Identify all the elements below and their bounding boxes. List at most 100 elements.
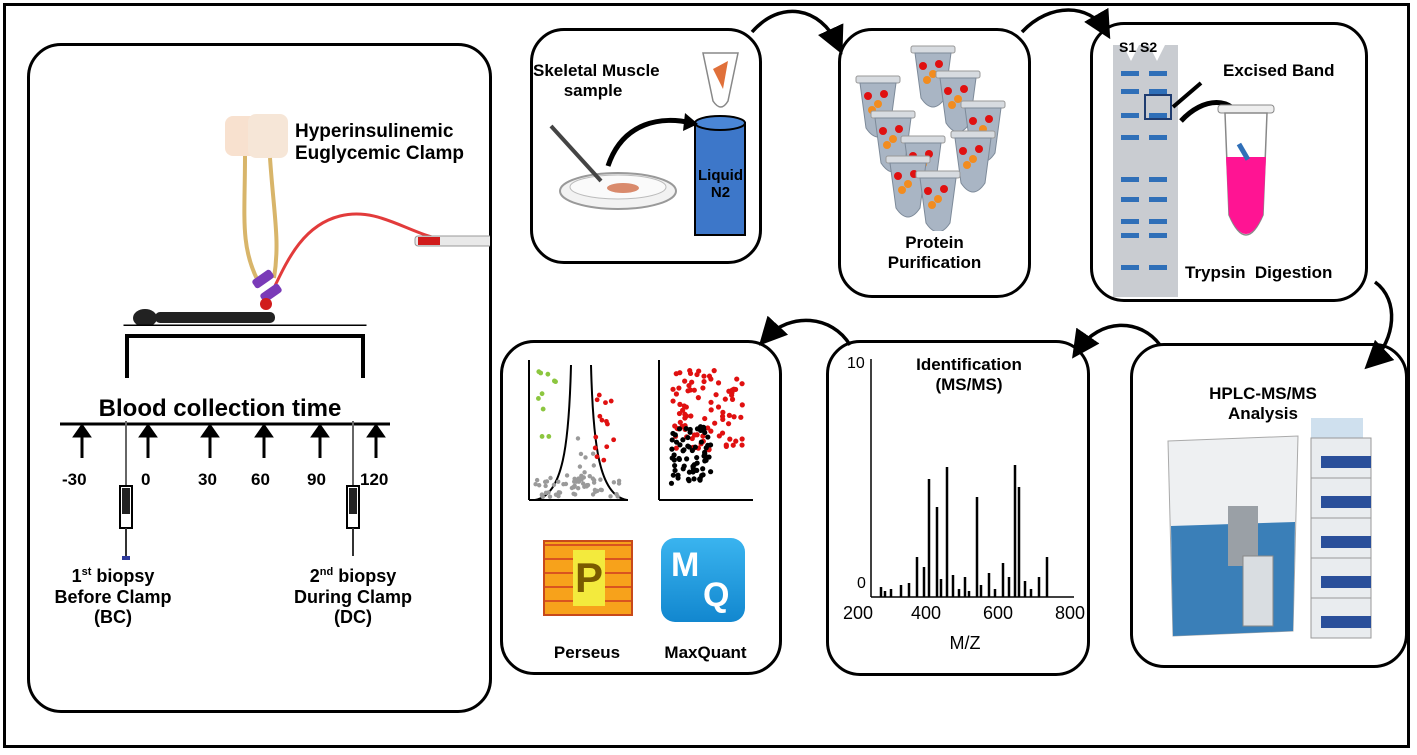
volcano-dot xyxy=(579,473,584,478)
scatter-dot-black xyxy=(685,443,691,449)
scatter-dot-red xyxy=(738,414,744,420)
patient-silhouette xyxy=(133,309,275,326)
scatter-dot-black xyxy=(690,469,696,475)
volcano-dot xyxy=(543,490,549,496)
scatter-dot-red xyxy=(727,436,733,442)
volcano-dot xyxy=(533,481,538,487)
volcano-dot xyxy=(556,490,561,495)
protein-dot xyxy=(963,161,971,169)
protein-dot xyxy=(923,76,931,84)
scatter-dot-black xyxy=(676,426,683,432)
volcano-dot xyxy=(591,480,597,485)
syringe-right xyxy=(414,235,490,247)
scatter-dot-red xyxy=(701,378,707,385)
scatter-dot-red xyxy=(715,404,722,410)
scatter-dot-red xyxy=(680,407,686,413)
blood-collection-timeline xyxy=(60,421,390,560)
gel-band xyxy=(1121,219,1139,224)
scatter-dot-red xyxy=(689,379,695,385)
scatter-dot-black xyxy=(702,451,708,457)
volcano-dot-up xyxy=(597,413,603,419)
volcano-dot xyxy=(584,484,589,489)
gel-band xyxy=(1121,89,1139,94)
gel-band xyxy=(1149,71,1167,76)
volcano-dot xyxy=(547,494,553,499)
ms-x-tick: 200 xyxy=(843,603,874,623)
ms-y-tick-top: 10 xyxy=(847,355,865,372)
scatter-dot-red xyxy=(702,415,708,422)
scatter-dot-red xyxy=(708,399,714,405)
excised-band-pointer xyxy=(1171,81,1203,109)
scatter-dot-red xyxy=(688,413,694,419)
volcano-dot xyxy=(543,483,548,489)
protein-dot xyxy=(880,90,888,98)
clamp-illustration xyxy=(123,114,490,326)
protein-dot xyxy=(969,117,977,125)
protein-dot xyxy=(928,201,936,209)
scatter-dot-red xyxy=(726,412,732,418)
clamp-title: Hyperinsulinemic Euglycemic Clamp xyxy=(295,121,464,165)
protein-dot xyxy=(894,172,902,180)
gel-illustration xyxy=(1113,45,1275,297)
ms-panel: Identification (MS/MS) 10 0 200 400 600 … xyxy=(826,340,1090,676)
protein-dot xyxy=(904,180,912,188)
scatter-dot-black xyxy=(672,467,678,474)
arrow-gel-to-hplc xyxy=(1364,280,1395,370)
scatter-dot-black xyxy=(694,426,701,432)
scatter-dot-red xyxy=(683,413,690,419)
gel-slab xyxy=(1113,45,1178,297)
scatter-dot-red xyxy=(670,386,676,392)
gel-bands xyxy=(1121,71,1167,270)
scatter-dot-black xyxy=(684,456,690,462)
biopsy-1-label: 1st biopsy Before Clamp (BC) xyxy=(48,566,178,628)
volcano-dot xyxy=(598,477,603,482)
volcano-dot xyxy=(572,492,578,497)
volcano-dot xyxy=(590,492,596,497)
infusion-line-yellow-2 xyxy=(268,157,279,279)
volcano-dot xyxy=(577,464,583,469)
perseus-logo: P xyxy=(543,540,633,616)
scatter-dot-red xyxy=(705,425,711,431)
liquid-n2-line2: N2 xyxy=(710,184,731,202)
liquid-n2-label: Liquid N2 xyxy=(693,167,748,202)
volcano-dot-down xyxy=(546,434,552,439)
sample-panel: Skeletal Muscle sample Liquid N2 xyxy=(530,28,762,264)
scatter-dot-black xyxy=(669,437,675,443)
volcano-dot-up xyxy=(599,417,605,423)
time-label: 120 xyxy=(360,470,389,489)
volcano-dot xyxy=(536,483,542,488)
digestion-tube xyxy=(1217,104,1275,236)
scatter-dot-black xyxy=(700,424,707,430)
protein-dot xyxy=(954,95,962,103)
hplc-line2: Analysis xyxy=(1228,403,1298,423)
hplc-instrument xyxy=(1167,418,1372,639)
volcano-dot xyxy=(616,481,622,486)
scatter-dot-black xyxy=(685,434,691,441)
protein-dot xyxy=(940,185,948,193)
gel-band xyxy=(1149,135,1167,140)
arrow-sample-to-purification xyxy=(750,9,844,55)
volcano-dot-down xyxy=(539,391,545,397)
ms-x-tick: 400 xyxy=(911,603,942,623)
volcano-dot xyxy=(582,470,587,475)
protein-dot xyxy=(879,127,887,135)
scatter-dot-black xyxy=(702,429,708,436)
protein-dot xyxy=(960,85,968,93)
purification-tube xyxy=(950,130,996,193)
protein-dot xyxy=(864,92,872,100)
purification-line1: Protein xyxy=(905,233,964,252)
mass-spectrometer xyxy=(1167,435,1299,637)
transfer-arrowhead xyxy=(683,113,698,131)
gel-wells xyxy=(1123,45,1165,61)
volcano-plot xyxy=(528,360,628,501)
hplc-line1: HPLC-MS/MS xyxy=(1209,384,1317,403)
volcano-dot xyxy=(611,480,617,485)
gel-band xyxy=(1149,219,1167,224)
protein-dot xyxy=(883,141,891,149)
volcano-dot xyxy=(598,487,603,493)
ms-x-tick: 800 xyxy=(1055,603,1086,623)
biopsy-2-line3: (DC) xyxy=(334,607,372,628)
clamp-panel: Hyperinsulinemic Euglycemic Clamp Blood … xyxy=(27,43,492,713)
scatter-dot-red xyxy=(720,409,726,415)
